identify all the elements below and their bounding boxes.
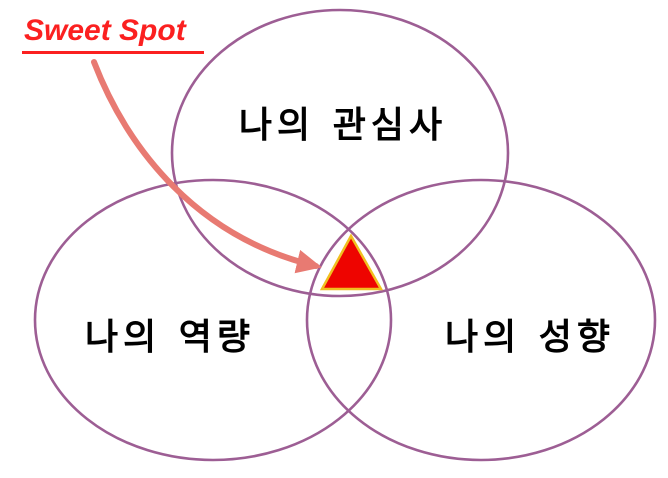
- ellipse-right-disposition: [305, 178, 657, 462]
- sweet-spot-triangle: [319, 233, 384, 291]
- sweet-spot-arrow: [91, 59, 322, 274]
- label-competence: 나의 역량: [84, 317, 256, 358]
- ellipse-left-competence: [33, 178, 393, 462]
- ellipse-top-interests: [170, 8, 510, 298]
- label-disposition: 나의 성향: [444, 317, 616, 358]
- label-interests: 나의 관심사: [238, 105, 448, 146]
- sweet-spot-label: Sweet Spot: [22, 14, 204, 54]
